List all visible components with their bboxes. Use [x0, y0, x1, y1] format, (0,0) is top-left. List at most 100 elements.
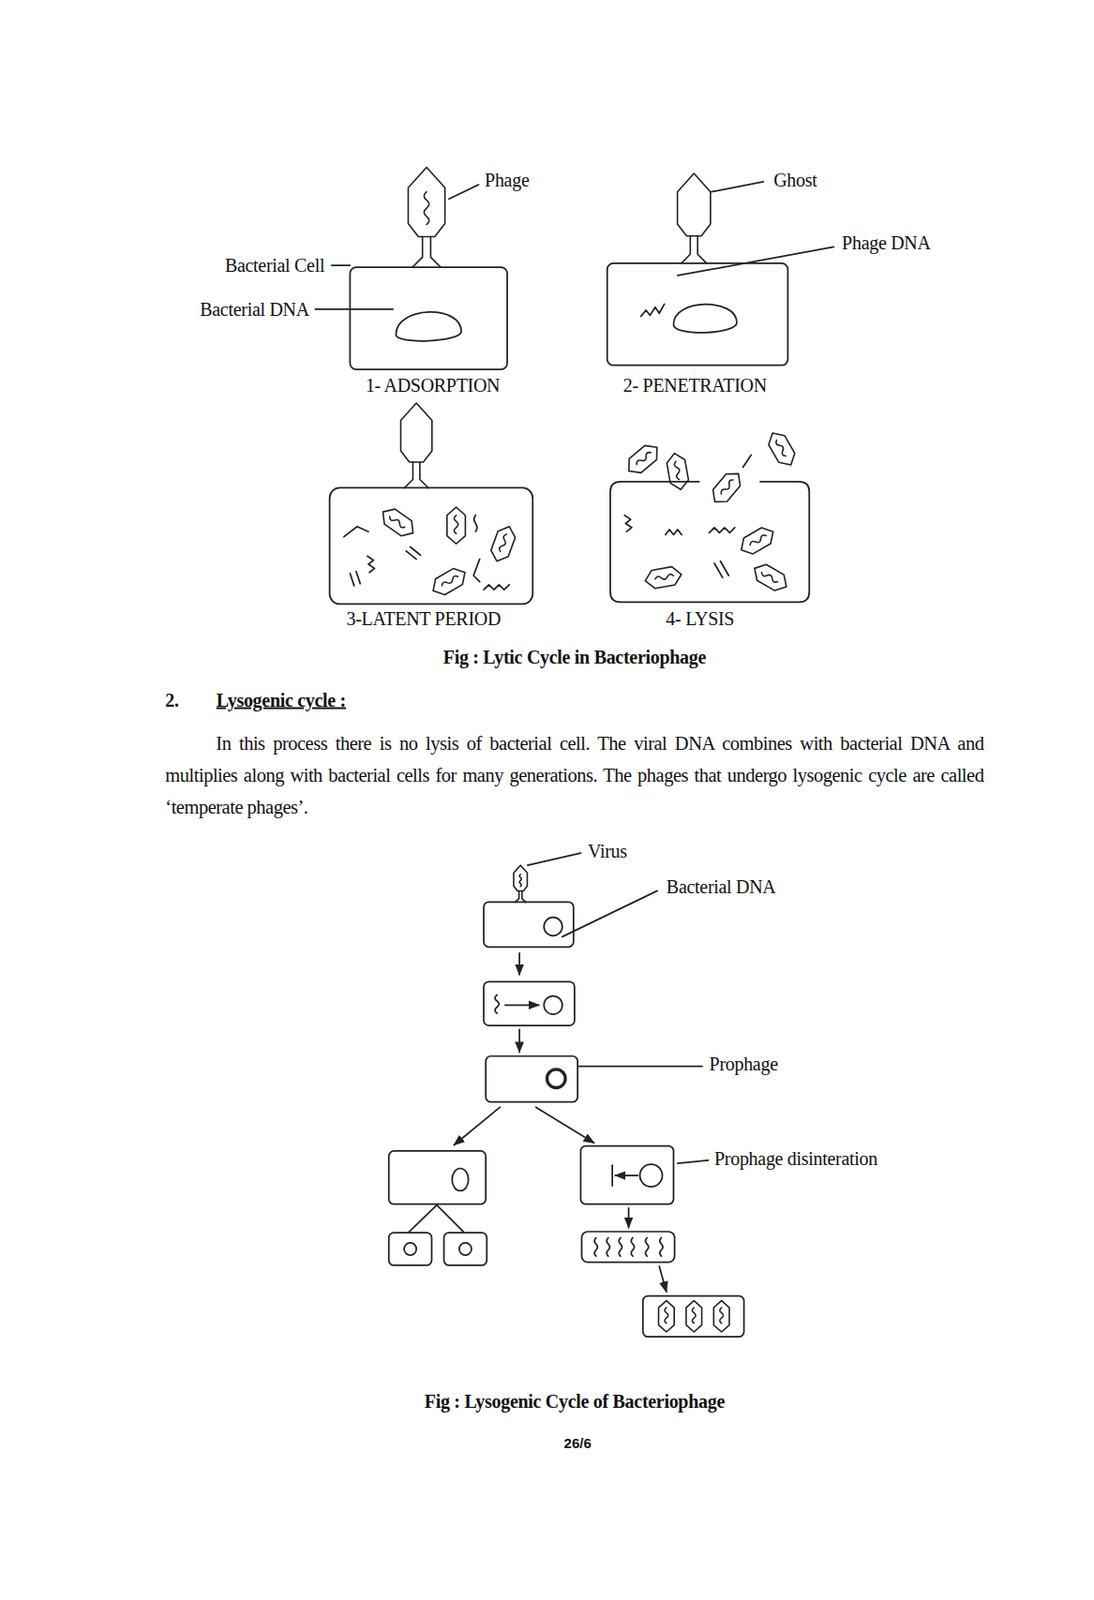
lysogenic-cycle-drawing-part — [485, 1056, 578, 1103]
lysis-cell-part-part — [644, 565, 684, 590]
penetration-cell-part — [641, 303, 665, 316]
lysogenic-cycle-drawing-part — [659, 1266, 667, 1292]
adsorption-cell — [314, 167, 508, 371]
lysogenic-cycle-drawing-part-part — [659, 1301, 675, 1333]
section-number: 2. — [164, 689, 179, 711]
figure-caption: Fig : Lysogenic Cycle of Bacteriophage — [424, 1390, 725, 1412]
adsorption-cell-part — [395, 312, 462, 342]
latent-period-cell — [329, 403, 534, 604]
latent-period-cell-part-part — [447, 507, 466, 544]
lysogenic-cycle-drawing-part — [614, 1174, 638, 1177]
stage-label: 4- LYSIS — [665, 607, 735, 630]
lysogenic-cycle-drawing-part — [611, 1165, 614, 1186]
lysis-cell-part-part — [707, 467, 746, 509]
part-label: Ghost — [773, 168, 817, 191]
lysogenic-cycle-drawing-part — [518, 953, 521, 975]
latent-period-cell-part — [377, 504, 419, 541]
latent-period-cell-part-part — [401, 403, 433, 489]
penetration-cell-part — [673, 304, 736, 333]
latent-period-cell-part-part — [488, 523, 519, 565]
lysogenic-cycle-drawing-part-part — [513, 865, 528, 902]
lysogenic-cycle-drawing-part — [562, 890, 658, 937]
lysogenic-cycle-drawing-part — [645, 1238, 649, 1258]
adsorption-cell-part — [314, 308, 393, 311]
lysogenic-cycle-drawing — [389, 853, 745, 1337]
part-label: Bacterial DNA — [666, 876, 777, 899]
lysogenic-cycle-drawing-part — [536, 1107, 595, 1143]
lysogenic-cycle-drawing-part — [628, 1208, 630, 1229]
lysogenic-cycle-drawing-part — [389, 1232, 433, 1266]
lysis-cell-part — [764, 428, 800, 470]
lysogenic-cycle-drawing-part — [451, 1168, 468, 1192]
latent-period-cell-part — [329, 487, 534, 604]
latent-period-cell-part — [367, 555, 375, 572]
figure-caption: Fig : Lytic Cycle in Bacteriophage — [443, 646, 706, 669]
lysis-cell-part-part — [764, 428, 800, 470]
lysogenic-cycle-drawing-part — [404, 1243, 417, 1256]
lysis-cell-part — [665, 451, 690, 492]
lysogenic-cycle-drawing-part — [505, 1004, 540, 1006]
part-label: Bacterial DNA — [199, 298, 310, 320]
lysogenic-cycle-drawing-part — [453, 1107, 500, 1145]
section-heading: Lysogenic cycle : — [216, 689, 346, 711]
latent-period-cell-part — [405, 547, 420, 560]
latent-period-cell-part — [447, 507, 466, 544]
lysogenic-cycle-drawing-part — [618, 1238, 622, 1258]
latent-period-cell-part — [473, 559, 480, 583]
lysogenic-cycle-drawing-part — [513, 865, 528, 902]
lysis-cell-part — [644, 565, 684, 590]
lysis-cell-part — [610, 481, 810, 602]
page-number: 26/6 — [564, 1436, 592, 1453]
stage-label: 1- ADSORPTION — [365, 374, 500, 397]
latent-period-cell-part — [488, 523, 519, 565]
lysogenic-cycle-drawing-part — [630, 1238, 634, 1258]
part-label: Prophage — [709, 1053, 779, 1076]
lysogenic-cycle-drawing-part — [483, 981, 575, 1026]
stage-label: 2- PENETRATION — [623, 374, 767, 397]
penetration-cell-part — [677, 173, 711, 264]
lysogenic-cycle-drawing-part — [659, 1238, 663, 1258]
lysis-cell-part — [736, 524, 779, 559]
latent-period-cell-part — [401, 403, 433, 489]
penetration-cell-part — [711, 181, 765, 193]
lysis-cell-part-part — [736, 524, 779, 559]
penetration-cell-part-part — [677, 173, 711, 264]
lysogenic-cycle-drawing-part — [543, 996, 563, 1016]
part-label: Phage DNA — [841, 232, 931, 255]
penetration-cell-part — [607, 263, 789, 366]
lysogenic-cycle-drawing-part — [407, 1205, 465, 1233]
lysogenic-cycle-drawing-part — [580, 1146, 674, 1205]
lysis-cell-part — [714, 561, 729, 578]
lysis-cell-part — [665, 529, 682, 535]
lysis-cell-part — [743, 455, 752, 468]
lysogenic-cycle-drawing-part — [582, 1231, 675, 1263]
lysogenic-cycle-drawing-part-part — [713, 1301, 730, 1333]
part-label: Bacterial Cell — [224, 254, 325, 277]
latent-period-cell-part — [349, 571, 360, 586]
lysis-cell-part-part — [623, 440, 664, 479]
lysogenic-cycle-drawing-part — [578, 1065, 703, 1068]
lysogenic-cycle-drawing-part-part — [686, 1301, 703, 1333]
part-label: Prophage disinteration — [714, 1147, 878, 1169]
latent-period-cell-part-part — [377, 504, 419, 541]
lysis-cell-part — [624, 515, 632, 532]
lysogenic-cycle-drawing-part — [527, 853, 582, 866]
lysogenic-cycle-drawing-part — [483, 901, 574, 947]
lysogenic-cycle-drawing-part — [547, 1069, 567, 1089]
adsorption-cell-part — [331, 264, 351, 267]
latent-period-cell-part — [483, 584, 510, 590]
lysogenic-cycle-drawing-part — [713, 1301, 730, 1333]
lysis-cell-part — [623, 440, 664, 479]
lysogenic-cycle-drawing-part — [594, 1238, 598, 1258]
part-label: Virus — [587, 839, 628, 862]
lysis-cell-part — [709, 527, 735, 533]
adsorption-cell-part-part — [407, 167, 445, 269]
penetration-cell-part — [677, 246, 835, 275]
lysis-cell — [610, 428, 810, 602]
latent-period-cell-part — [474, 515, 478, 532]
lysis-cell-part-part — [749, 560, 792, 596]
lysis-cell-part — [707, 467, 746, 509]
lysogenic-cycle-drawing-part — [643, 1296, 745, 1338]
